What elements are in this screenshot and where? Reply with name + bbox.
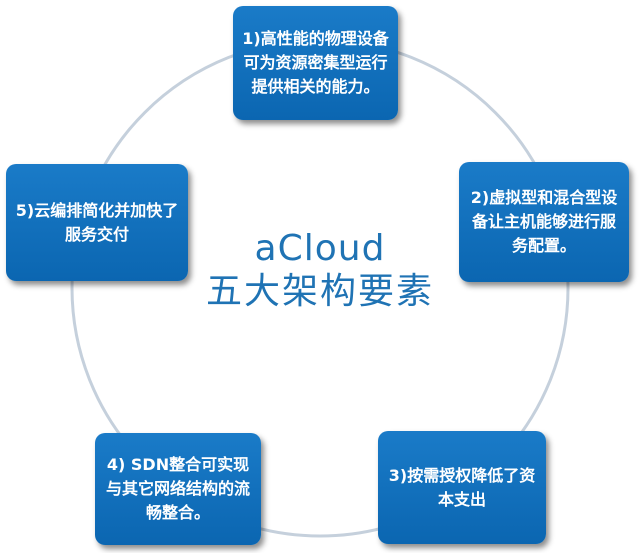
element-box-5-label: 5)云编排简化并加快了服务交付	[15, 200, 179, 244]
element-box-5: 5)云编排简化并加快了服务交付	[6, 164, 188, 281]
element-box-3: 3)按需授权降低了资本支出	[378, 431, 546, 544]
center-label: aCloud 五大架构要素	[170, 228, 470, 314]
element-box-4: 4) SDN整合可实现与其它网络结构的流畅整合。	[95, 433, 261, 545]
element-box-2: 2)虚拟型和混合型设备让主机能够进行服务配置。	[459, 162, 629, 282]
element-box-1: 1)高性能的物理设备可为资源密集型运行提供相关的能力。	[233, 6, 398, 120]
center-title: aCloud	[254, 228, 386, 269]
element-box-2-label: 2)虚拟型和混合型设备让主机能够进行服务配置。	[470, 188, 618, 255]
element-box-3-label: 3)按需授权降低了资本支出	[388, 465, 536, 509]
element-box-1-label: 1)高性能的物理设备可为资源密集型运行提供相关的能力。	[242, 29, 389, 96]
center-subtitle: 五大架构要素	[205, 271, 434, 312]
element-box-4-label: 4) SDN整合可实现与其它网络结构的流畅整合。	[105, 455, 250, 522]
